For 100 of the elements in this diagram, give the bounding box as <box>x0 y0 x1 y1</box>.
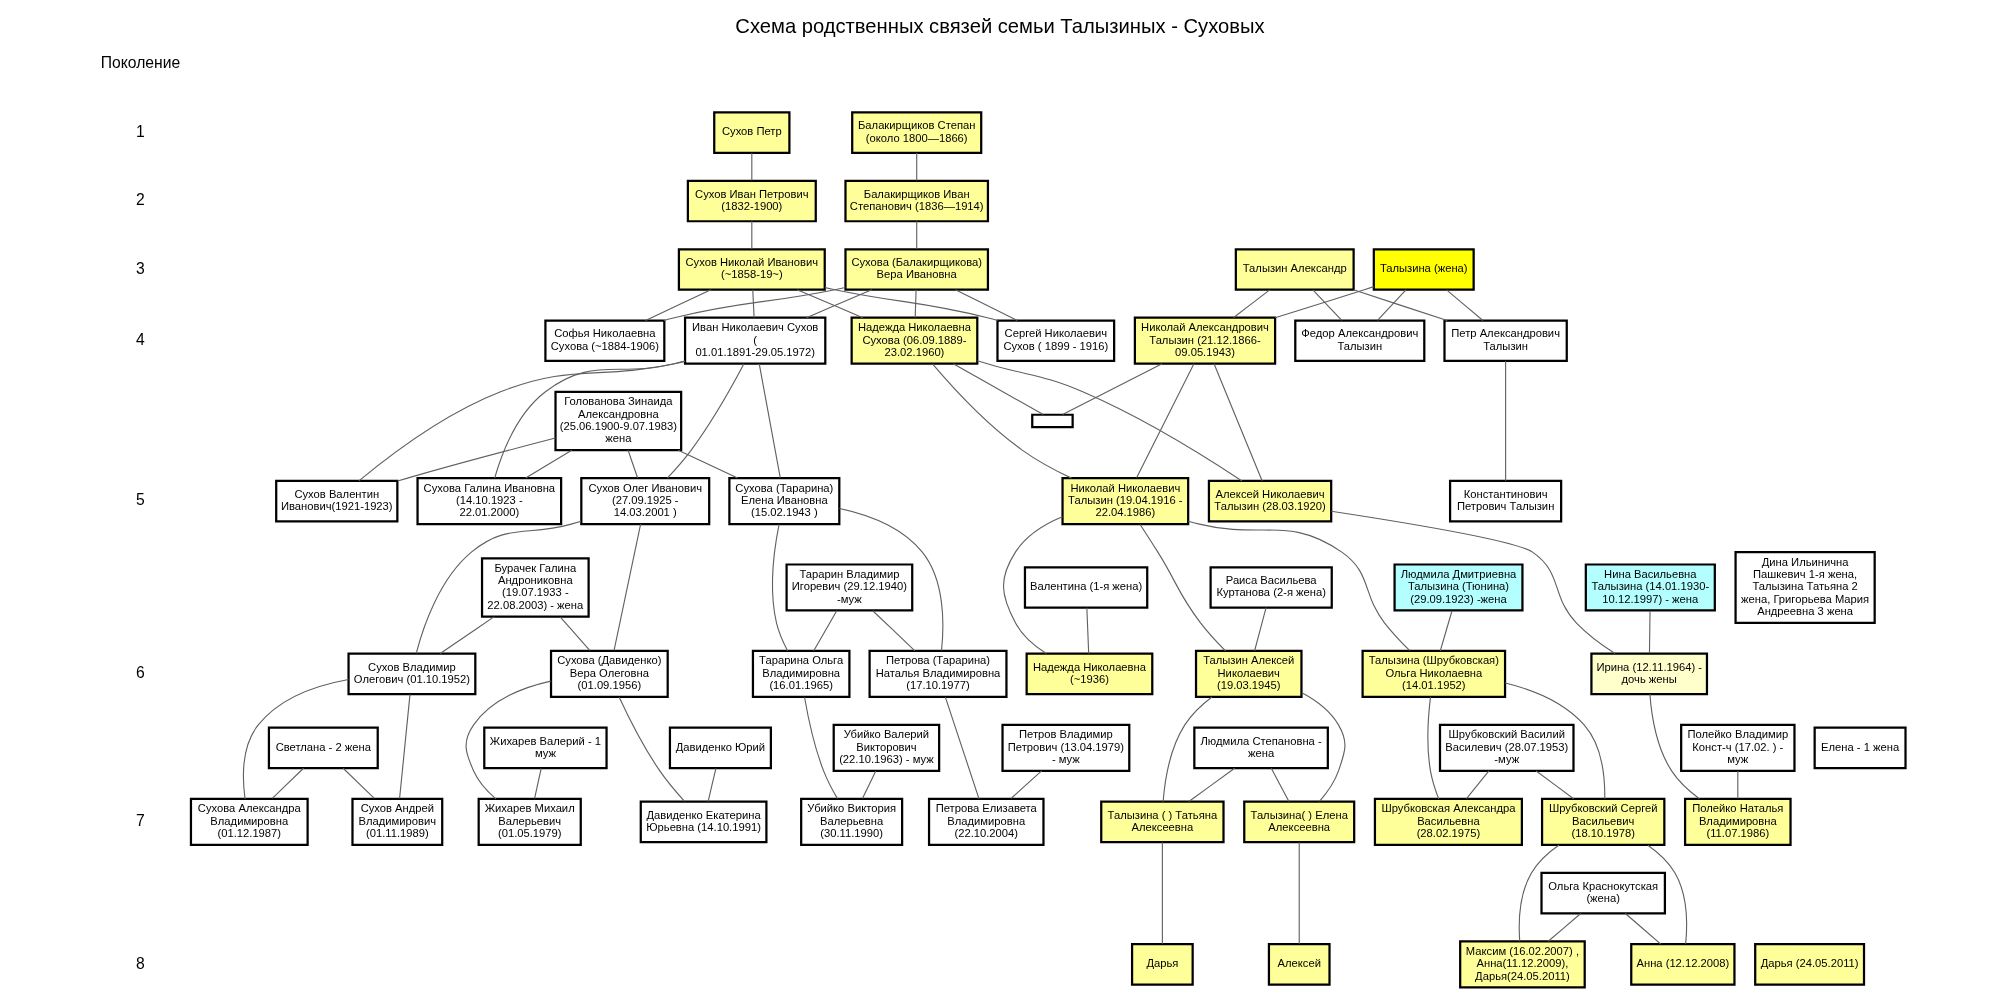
node-box: Шрубковский Василий Василевич (28.07.1953) -муж <box>1438 723 1575 772</box>
connector <box>1161 841 1163 945</box>
connector <box>1737 770 1739 800</box>
connector <box>666 363 745 479</box>
node-box: Светлана - 2 жена <box>267 726 379 770</box>
node-box: Полейко Наталья Владимировна (11.07.1986) <box>1683 797 1792 847</box>
connector <box>872 610 916 652</box>
connector <box>1213 363 1263 482</box>
node-box: Дарья <box>1130 943 1194 986</box>
connector <box>916 220 918 250</box>
node-box: Сухова (Балакирщикова) Вера Ивановна <box>844 248 990 291</box>
connector <box>916 152 918 182</box>
connector <box>1465 770 1490 800</box>
label: 3 <box>136 259 145 277</box>
connector <box>534 767 542 800</box>
connector <box>752 289 755 319</box>
connector <box>559 616 591 651</box>
connector <box>439 616 495 654</box>
connector <box>914 289 917 319</box>
connector <box>1649 693 1700 800</box>
connector <box>758 363 781 479</box>
node-box: Тарарин Владимир Игоревич (29.12.1940) -муж <box>785 563 914 612</box>
connector <box>1010 770 1043 800</box>
node-box: Талызин Алексей Николаевич (19.03.1945) <box>1194 649 1303 698</box>
connector <box>465 680 552 800</box>
connector <box>1301 692 1346 802</box>
connector <box>1188 767 1236 803</box>
label: 8 <box>136 954 145 972</box>
connector <box>1312 289 1343 322</box>
node-box: Балакирщиков Степан (около 1800—1866) <box>851 111 983 154</box>
node-box: Валентина (1-я жена) <box>1023 566 1149 609</box>
connector <box>1330 510 1616 655</box>
node-box: Надежда Николаевна Сухова (06.09.1889-23.02.1960) <box>850 316 979 365</box>
connector <box>1002 516 1063 655</box>
node-box: Давиденко Юрий <box>668 726 772 770</box>
connector <box>1504 682 1606 800</box>
connector <box>813 610 838 652</box>
node-box: Раиса Васильева Куртанова (2-я жена) <box>1209 566 1333 609</box>
connector <box>1352 289 1448 322</box>
node-box: Людмила Степановна - жена <box>1193 726 1329 770</box>
node-box: Николай Александрович Талызин (21.12.1866-09.05.1943) <box>1133 316 1277 365</box>
node-box: Талызин Александр <box>1234 248 1355 291</box>
node-box: Иван Николаевич Сухов ( 01.01.1891-29.05.1972) <box>683 316 827 365</box>
node-box: Сухов Николай Иванович (~1858-19~) <box>677 248 826 291</box>
connector <box>663 286 846 321</box>
node-box: Софья Николаевна Сухова (~1884-1906) <box>544 319 666 363</box>
connector <box>805 289 873 319</box>
connector <box>1518 844 1560 942</box>
node-box: Алексей Николаевич Талызин (28.03.1920) <box>1207 479 1333 523</box>
connector <box>838 507 944 652</box>
node-box: Сухов Владимир Олегович (01.10.1952) <box>347 652 477 696</box>
label: 6 <box>136 664 145 682</box>
label: 2 <box>136 191 145 209</box>
label: 7 <box>136 812 145 830</box>
node-box: Ольга Краснокутская (жена) <box>1540 871 1666 915</box>
connector <box>1162 696 1213 803</box>
node-box: Петров Владимир Петрович (13.04.1979) - муж <box>1001 723 1131 772</box>
node-box: Ирина (12.11.1964) - дочь жены <box>1590 652 1709 696</box>
connector <box>751 220 753 250</box>
connector <box>952 363 1044 416</box>
connector <box>1254 607 1267 652</box>
node-box <box>1031 413 1074 429</box>
node-box: Сухов Валентин Иванович(1921-1923) <box>275 479 399 523</box>
connector <box>1187 520 1411 651</box>
node-box: Шрубковская Александра Васильевна (28.02.1975) <box>1373 797 1523 847</box>
node-box: Убийко Валерий Викторович (22.10.1963) - муж <box>832 723 941 772</box>
node-box: Балакирщиков Иван Степанович (1836—1914) <box>844 179 990 223</box>
connector <box>751 152 753 182</box>
node-box: Сухов Андрей Владимирович (01.11.1989) <box>351 797 444 847</box>
connector <box>1274 286 1375 319</box>
connector <box>804 696 838 800</box>
node-box: Николай Николаевич Талызин (19.04.1916 - 22.04.1986) <box>1061 477 1190 526</box>
label: 5 <box>136 491 145 509</box>
connector <box>613 523 642 651</box>
connector <box>525 449 573 479</box>
node-box: Сухов Олег Иванович (27.09.1925 - 14.03.2001 ) <box>580 477 711 526</box>
node-box: Талызина ( ) Татьяна Алексеевна <box>1100 800 1225 844</box>
node-box: Жихарев Валерий - 1 муж <box>483 726 608 770</box>
node-box: Убийко Виктория Валерьевна (30.11.1990) <box>800 797 904 847</box>
node-box: Талызина (жена) <box>1372 248 1475 291</box>
label: Поколение <box>100 54 181 72</box>
connector <box>397 437 556 482</box>
connector <box>1446 289 1484 322</box>
node-box: Талызина( ) Елена Алексеевна <box>1243 800 1356 844</box>
connector <box>645 289 712 322</box>
connector <box>772 523 789 652</box>
connector <box>627 449 639 479</box>
connector <box>399 693 411 800</box>
node-box: Дина Ильинична Пашкевич 1-я жена, Талызина Татьяна 2 жена, Григорьева Мария Андреевна 3 жена <box>1734 551 1876 624</box>
connector <box>1535 770 1575 800</box>
node-box: Сухова (Тарарина) Елена Ивановна (15.02.1943 ) <box>728 477 841 526</box>
connector <box>1427 696 1440 800</box>
node-box: Жихарев Михаил Валерьевич (01.05.1979) <box>477 797 582 847</box>
connector <box>1648 610 1651 654</box>
connector <box>342 767 375 800</box>
node-box: Сухов Иван Петрович (1832-1900) <box>686 179 817 223</box>
label: 1 <box>136 122 145 140</box>
connector <box>1439 610 1453 652</box>
connector <box>931 363 1072 479</box>
connector <box>1624 912 1662 945</box>
